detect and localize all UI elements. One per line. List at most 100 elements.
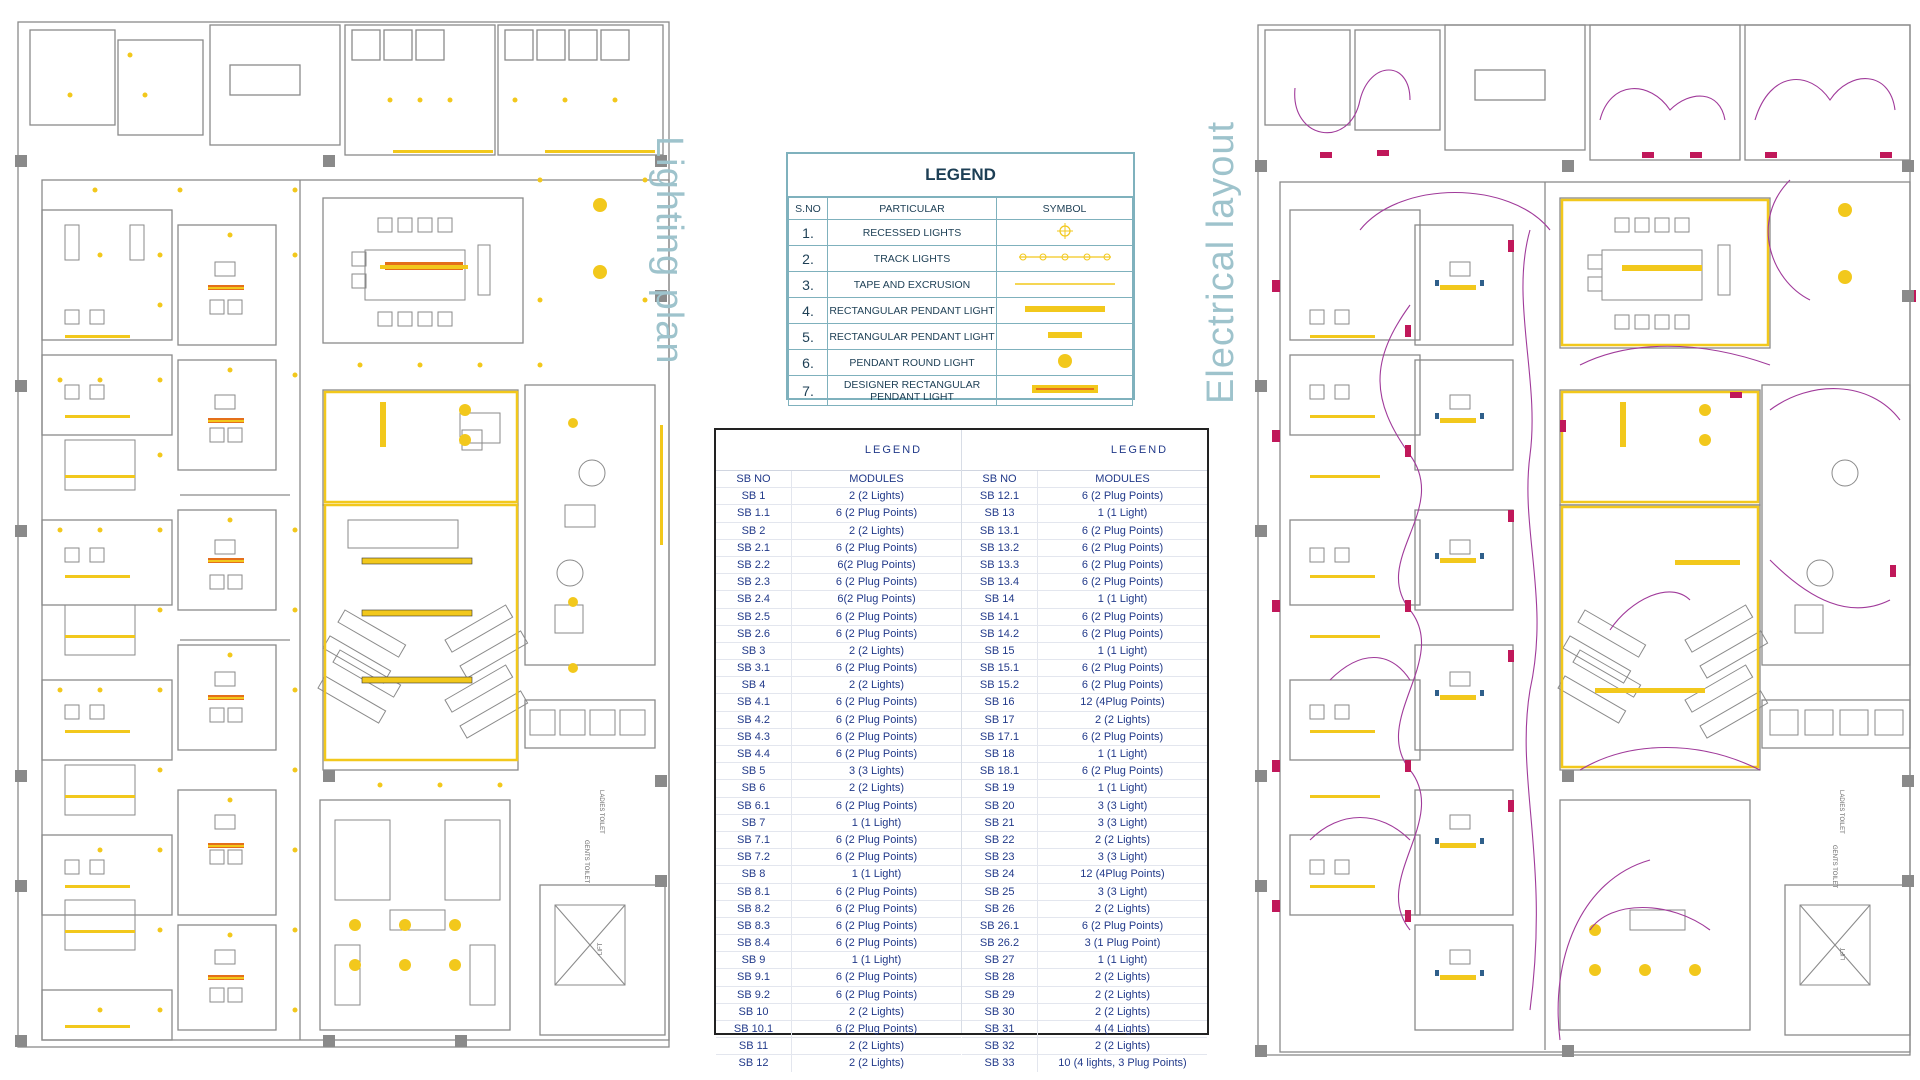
- legend-header-symbol: SYMBOL: [996, 197, 1133, 220]
- modules-cell: 6 (2 Plug Points): [835, 902, 918, 915]
- legend-row: 4. RECTANGULAR PENDANT LIGHT: [788, 297, 1133, 324]
- sb-no-cell: SB 9: [716, 952, 792, 969]
- modules-cell: 6 (2 Plug Points): [835, 851, 918, 864]
- legend-table: S.NO PARTICULAR SYMBOL 1. RECESSED LIGHT…: [788, 197, 1133, 406]
- modules-cell: 1 (1 Light): [1097, 644, 1148, 657]
- legend-particular: RECESSED LIGHTS: [827, 219, 997, 246]
- gents-toilet-label: GENTS TOILET: [1831, 845, 1837, 888]
- electrical-layout-title: Electrical layout: [1200, 120, 1242, 404]
- modules-cell: 6 (2 Plug Points): [1081, 662, 1164, 675]
- legend-particular: RECTANGULAR PENDANT LIGHT: [827, 297, 997, 324]
- sb-no-cell: SB 6: [716, 780, 792, 797]
- legend-title: LEGEND: [1110, 444, 1169, 456]
- sb-no-cell: SB 24: [962, 866, 1038, 883]
- sb-no-cell: SB 31: [962, 1021, 1038, 1038]
- sb-no-cell: SB 10.1: [716, 1021, 792, 1038]
- sb-no-cell: SB 14.1: [962, 608, 1038, 625]
- modules-cell: 6 (2 Plug Points): [835, 610, 918, 623]
- sb-no-cell: SB 13.1: [962, 522, 1038, 539]
- sb-no-cell: SB 29: [962, 986, 1038, 1003]
- modules-cell: 6 (2 Plug Points): [835, 541, 918, 554]
- table-row: SB 30 2 (2 Lights): [962, 1002, 1207, 1020]
- modules-header: MODULES: [1095, 473, 1150, 485]
- sb-no-cell: SB 13.4: [962, 574, 1038, 591]
- modules-cell: 2 (2 Lights): [848, 782, 905, 795]
- lighting-legend: LEGEND S.NO PARTICULAR SYMBOL 1. RECESSE…: [786, 152, 1135, 406]
- sb-no-cell: SB 6.1: [716, 797, 792, 814]
- table-row: SB 7.2 6 (2 Plug Points): [716, 848, 961, 866]
- sb-no-cell: SB 2.4: [716, 591, 792, 608]
- sb-no-cell: SB 4.4: [716, 746, 792, 763]
- modules-cell: 6 (2 Plug Points): [835, 971, 918, 984]
- modules-cell: 12 (4Plug Points): [1080, 696, 1165, 709]
- legend-particular: PENDANT ROUND LIGHT: [827, 349, 997, 376]
- long-bar-icon: [996, 297, 1133, 324]
- sb-no-cell: SB 1.1: [716, 505, 792, 522]
- modules-cell: 1 (1 Light): [851, 954, 902, 967]
- electrical-plan: LIFT LADIES TOILET GENTS TOILET: [1255, 24, 1916, 1057]
- sb-no-cell: SB 8.1: [716, 883, 792, 900]
- modules-header: MODULES: [849, 473, 904, 485]
- modules-cell: 6 (2 Plug Points): [835, 937, 918, 950]
- modules-cell: 3 (3 Light): [1097, 885, 1148, 898]
- sb-no-cell: SB 30: [962, 1003, 1038, 1020]
- sb-no-cell: SB 20: [962, 797, 1038, 814]
- modules-cell: 6 (2 Plug Points): [1081, 541, 1164, 554]
- sb-no-cell: SB 4: [716, 677, 792, 694]
- modules-cell: 6(2 Plug Points): [837, 593, 916, 606]
- sb-no-cell: SB 22: [962, 831, 1038, 849]
- sb-no-cell: SB 8.2: [716, 900, 792, 917]
- sb-no-cell: SB 7.2: [716, 849, 792, 866]
- legend-header-particular: PARTICULAR: [827, 197, 997, 220]
- modules-cell: 6 (2 Plug Points): [835, 627, 918, 640]
- modules-cell: 1 (1 Light): [851, 868, 902, 881]
- modules-cell: 6 (2 Plug Points): [835, 713, 918, 726]
- legend-row: 3. TAPE AND EXCRUSION: [788, 271, 1133, 298]
- table-row: SB 25 3 (3 Light): [962, 882, 1207, 900]
- modules-cell: 2 (2 Lights): [1094, 1005, 1151, 1018]
- table-row: SB 13.1 6 (2 Plug Points): [962, 521, 1207, 539]
- sb-no-cell: SB 25: [962, 883, 1038, 900]
- legend-title: LEGEND: [788, 154, 1133, 197]
- legend-sno: 1.: [788, 219, 828, 246]
- modules-cell: 6 (2 Plug Points): [835, 885, 918, 898]
- legend-row: 6. PENDANT ROUND LIGHT: [788, 349, 1133, 376]
- modules-cell: 2 (2 Lights): [1094, 971, 1151, 984]
- modules-cell: 6 (2 Plug Points): [835, 576, 918, 589]
- modules-cell: 6 (2 Plug Points): [1081, 576, 1164, 589]
- modules-cell: 3 (3 Lights): [848, 765, 905, 778]
- modules-cell: 6 (2 Plug Points): [1081, 524, 1164, 537]
- lighting-plan-title: Lighting plan: [648, 136, 690, 365]
- sb-no-header: SB NO: [716, 471, 792, 488]
- legend-sno: 5.: [788, 323, 828, 350]
- sb-no-cell: SB 26.2: [962, 935, 1038, 952]
- modules-cell: 2 (2 Lights): [1094, 902, 1151, 915]
- modules-cell: 6 (2 Plug Points): [1081, 730, 1164, 743]
- modules-cell: 1 (1 Light): [1097, 748, 1148, 760]
